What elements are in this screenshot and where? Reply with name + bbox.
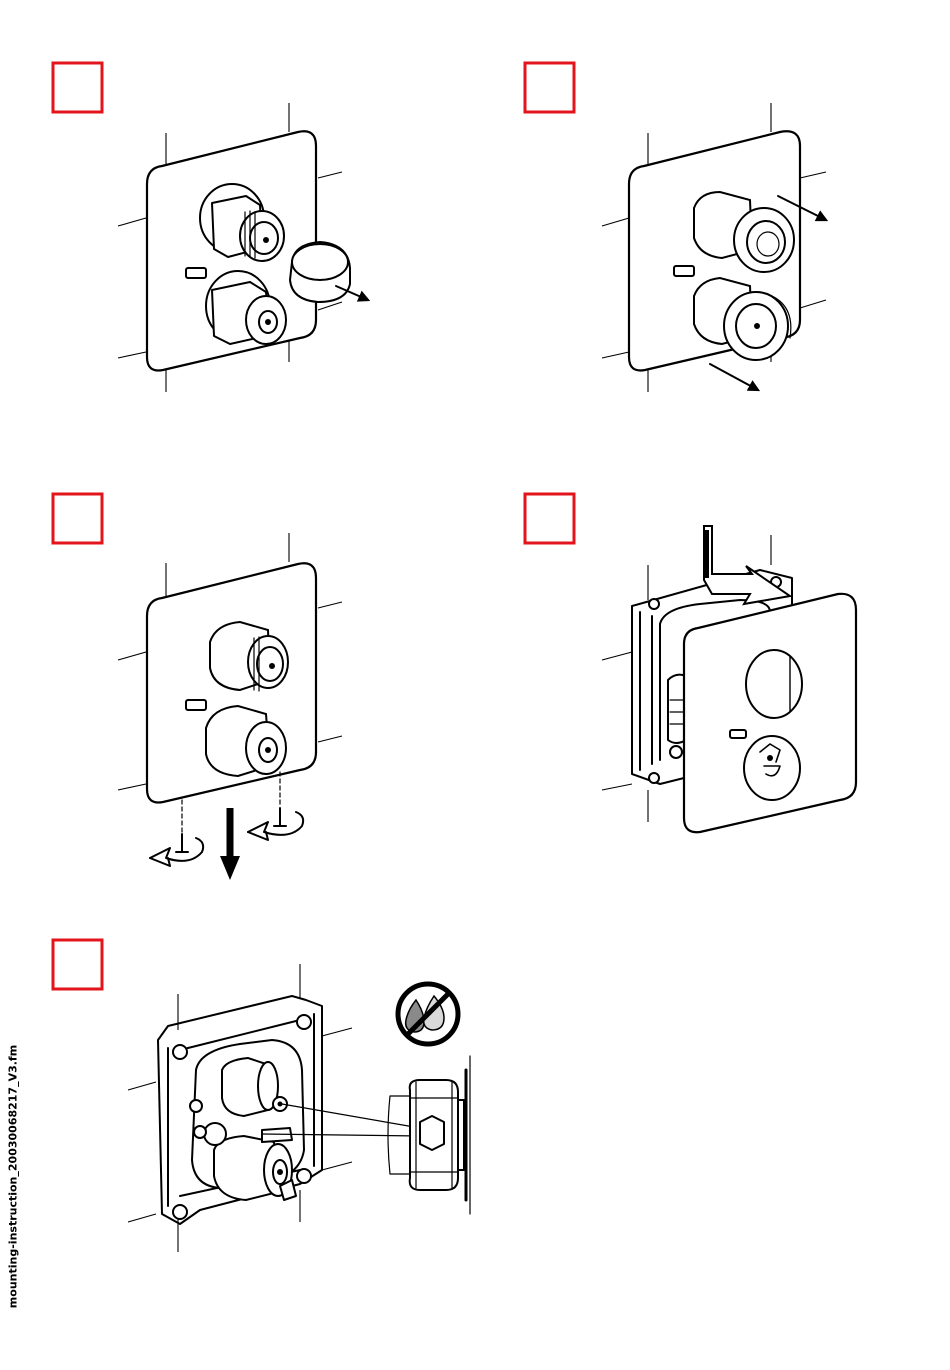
step-1-logo-badge xyxy=(186,268,206,278)
no-water-drops-icon xyxy=(398,984,458,1044)
step-3-unscrew-left-icon xyxy=(150,838,203,861)
step-3-unscrew-right-icon xyxy=(248,812,303,835)
step-3 xyxy=(53,494,342,880)
step-2-arrow-lower xyxy=(710,364,758,390)
step-2-logo-badge xyxy=(674,266,694,276)
step-4-frame xyxy=(525,494,574,543)
step-1 xyxy=(53,63,368,392)
step-3-logo-badge xyxy=(186,700,206,710)
step-2-frame xyxy=(525,63,574,112)
step-4 xyxy=(525,494,856,832)
step-2 xyxy=(525,63,826,392)
step-3-pull-down-arrow xyxy=(220,808,240,880)
step-3-frame xyxy=(53,494,102,543)
step-3-screw-right xyxy=(248,772,303,840)
step-1-frame xyxy=(53,63,102,112)
step-5-valve-body xyxy=(190,1040,304,1200)
step-4-lift-arrow xyxy=(704,526,790,604)
step-1-cap-knob xyxy=(290,242,350,302)
step-3-screw-left xyxy=(150,800,203,866)
step-5-frame xyxy=(53,940,102,989)
step-5 xyxy=(53,940,470,1252)
step-5-connection-detail xyxy=(388,1056,470,1214)
